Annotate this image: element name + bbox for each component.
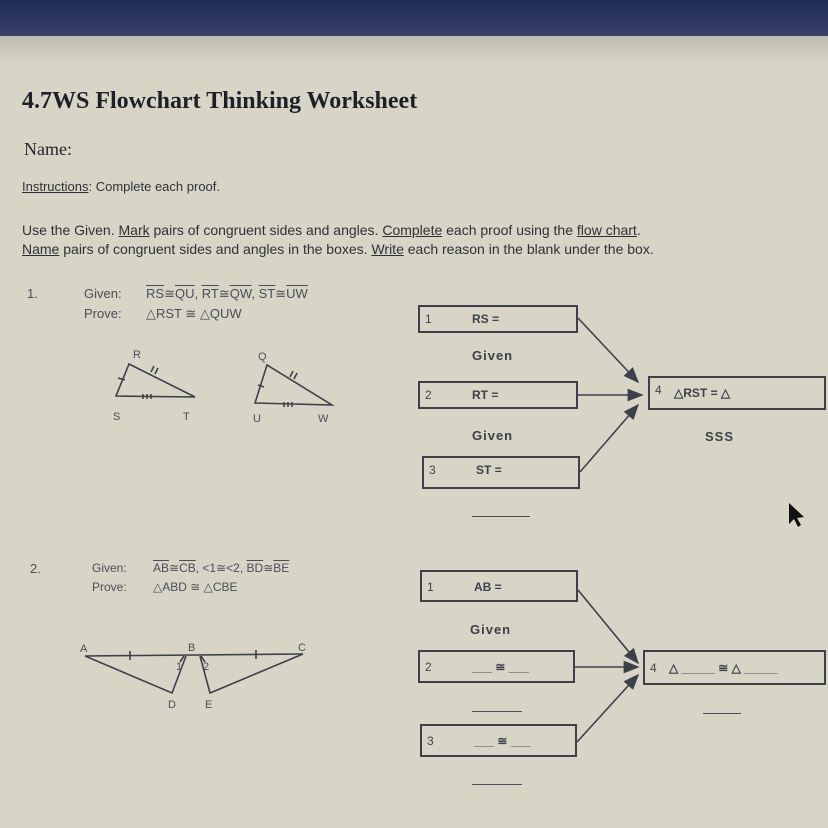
vertex-b: B <box>188 642 195 654</box>
directions-line-2: Name pairs of congruent sides and angles… <box>22 241 654 257</box>
problem-2-number: 2. <box>30 561 41 576</box>
box-number: 2 <box>425 388 432 402</box>
underlined-word: Mark <box>118 222 150 238</box>
screen-top-bezel <box>0 0 828 36</box>
instructions: Instructions: Complete each proof. <box>22 179 220 194</box>
box-number: 1 <box>427 580 434 594</box>
segment-name: AB <box>153 561 170 575</box>
given-text: ≅ <box>218 286 230 301</box>
box-statement: AB = <box>474 580 502 594</box>
given-text: , <1≅<2, <box>195 561 247 575</box>
p1-box-2: 2 RT = <box>418 381 578 409</box>
segment-name: CB <box>179 561 196 575</box>
problem-2-given-label: Given: <box>92 561 127 575</box>
problem-1-prove: △RST ≅ △QUW <box>146 306 242 321</box>
text-run: pairs of congruent sides and angles. <box>149 222 383 238</box>
box-number: 1 <box>425 312 432 326</box>
p2-box-3: 3 ___ ≅ ___ <box>420 724 577 757</box>
vertex-e: E <box>205 699 212 711</box>
p2-box-1: 1 AB = <box>420 570 578 602</box>
worksheet-title: 4.7WS Flowchart Thinking Worksheet <box>22 88 418 114</box>
segment-name: QU <box>174 286 195 301</box>
box-statement: ST = <box>476 463 502 477</box>
instructions-text: : Complete each proof. <box>88 179 221 194</box>
box-statement: △RST = △ <box>674 386 731 400</box>
text-run: each proof using the <box>442 222 577 238</box>
p2-reason-3-blank[interactable] <box>472 784 522 785</box>
screen-shadow <box>0 36 828 66</box>
vertex-d: D <box>168 699 176 711</box>
box-number: 2 <box>425 660 432 674</box>
segment-name: RS <box>146 286 165 301</box>
angle-2-label: 2 <box>203 661 209 673</box>
underlined-word: Complete <box>382 222 443 238</box>
problem-1-given-label: Given: <box>84 286 122 301</box>
underlined-word: Write <box>371 241 404 257</box>
segment-name: BD <box>246 561 264 575</box>
vertex-w: W <box>318 413 329 425</box>
p2-box-2: 2 ___ ≅ ___ <box>418 650 575 683</box>
directions-line-1: Use the Given. Mark pairs of congruent s… <box>22 222 641 238</box>
p1-box-3: 3 ST = <box>422 456 580 489</box>
problem-1-number: 1. <box>27 286 38 301</box>
box-number: 4 <box>655 383 662 397</box>
p1-box-4: 4 △RST = △ <box>648 376 826 410</box>
mouse-cursor-icon <box>789 503 804 527</box>
p1-reason-4: SSS <box>705 429 735 444</box>
given-text: ≅ <box>164 286 175 301</box>
p1-reason-2: Given <box>472 428 514 443</box>
instructions-label: Instructions <box>22 179 89 194</box>
box-statement: RS = <box>472 312 500 326</box>
problem-2-prove: △ABD ≅ △CBE <box>153 580 238 594</box>
vertex-q: Q <box>258 351 267 363</box>
box-statement: ___ ≅ ___ <box>472 660 529 674</box>
problem-2-given: AB≅CB, <1≅<2, BD≅BE <box>153 561 289 575</box>
box-statement: ___ ≅ ___ <box>474 734 531 748</box>
underlined-word: Name <box>22 241 60 257</box>
text-run: pairs of congruent sides and angles in t… <box>59 241 372 257</box>
box-number: 3 <box>427 734 434 748</box>
given-text: ≅ <box>169 561 180 575</box>
vertex-a: A <box>80 643 88 655</box>
problem-2-prove-label: Prove: <box>92 580 127 594</box>
text-run: Use the Given. <box>22 222 119 238</box>
text-run: each reason in the blank under the box. <box>403 241 654 257</box>
vertex-u: U <box>253 413 261 425</box>
p1-reason-1: Given <box>472 348 514 363</box>
box-number: 4 <box>650 661 657 675</box>
segment-name: BE <box>273 561 290 575</box>
p1-reason-3-blank[interactable] <box>472 516 530 517</box>
p2-reason-4-blank[interactable] <box>703 713 741 714</box>
given-text: , <box>251 286 259 301</box>
segment-name: RT <box>201 286 219 301</box>
p1-box-1: 1 RS = <box>418 305 578 333</box>
problem-1-given: RS≅QU, RT≅QW, ST≅UW <box>146 286 308 302</box>
segment-name: ST <box>258 286 276 301</box>
problem-1-prove-label: Prove: <box>84 306 122 321</box>
box-statement: RT = <box>472 388 499 402</box>
vertex-c: C <box>298 642 306 654</box>
angle-1-label: 1 <box>176 661 182 673</box>
p2-reason-1: Given <box>470 622 512 637</box>
given-text: ≅ <box>263 561 274 575</box>
segment-name: UW <box>286 286 308 301</box>
box-statement: △ _____ ≅ △ _____ <box>669 661 778 675</box>
segment-name: QW <box>229 286 252 301</box>
text-run: . <box>636 222 641 238</box>
p2-box-4: 4 △ _____ ≅ △ _____ <box>643 650 826 685</box>
box-number: 3 <box>429 463 436 477</box>
triangle-rst <box>114 362 196 398</box>
given-text: , <box>194 286 202 301</box>
name-label: Name: <box>24 139 72 159</box>
vertex-r: R <box>133 349 141 361</box>
underlined-word: flow chart <box>576 222 637 238</box>
p2-reason-2-blank[interactable] <box>472 711 522 712</box>
vertex-t: T <box>183 411 190 423</box>
vertex-s: S <box>113 411 120 423</box>
given-text: ≅ <box>275 286 287 301</box>
triangle-quw <box>253 363 335 406</box>
